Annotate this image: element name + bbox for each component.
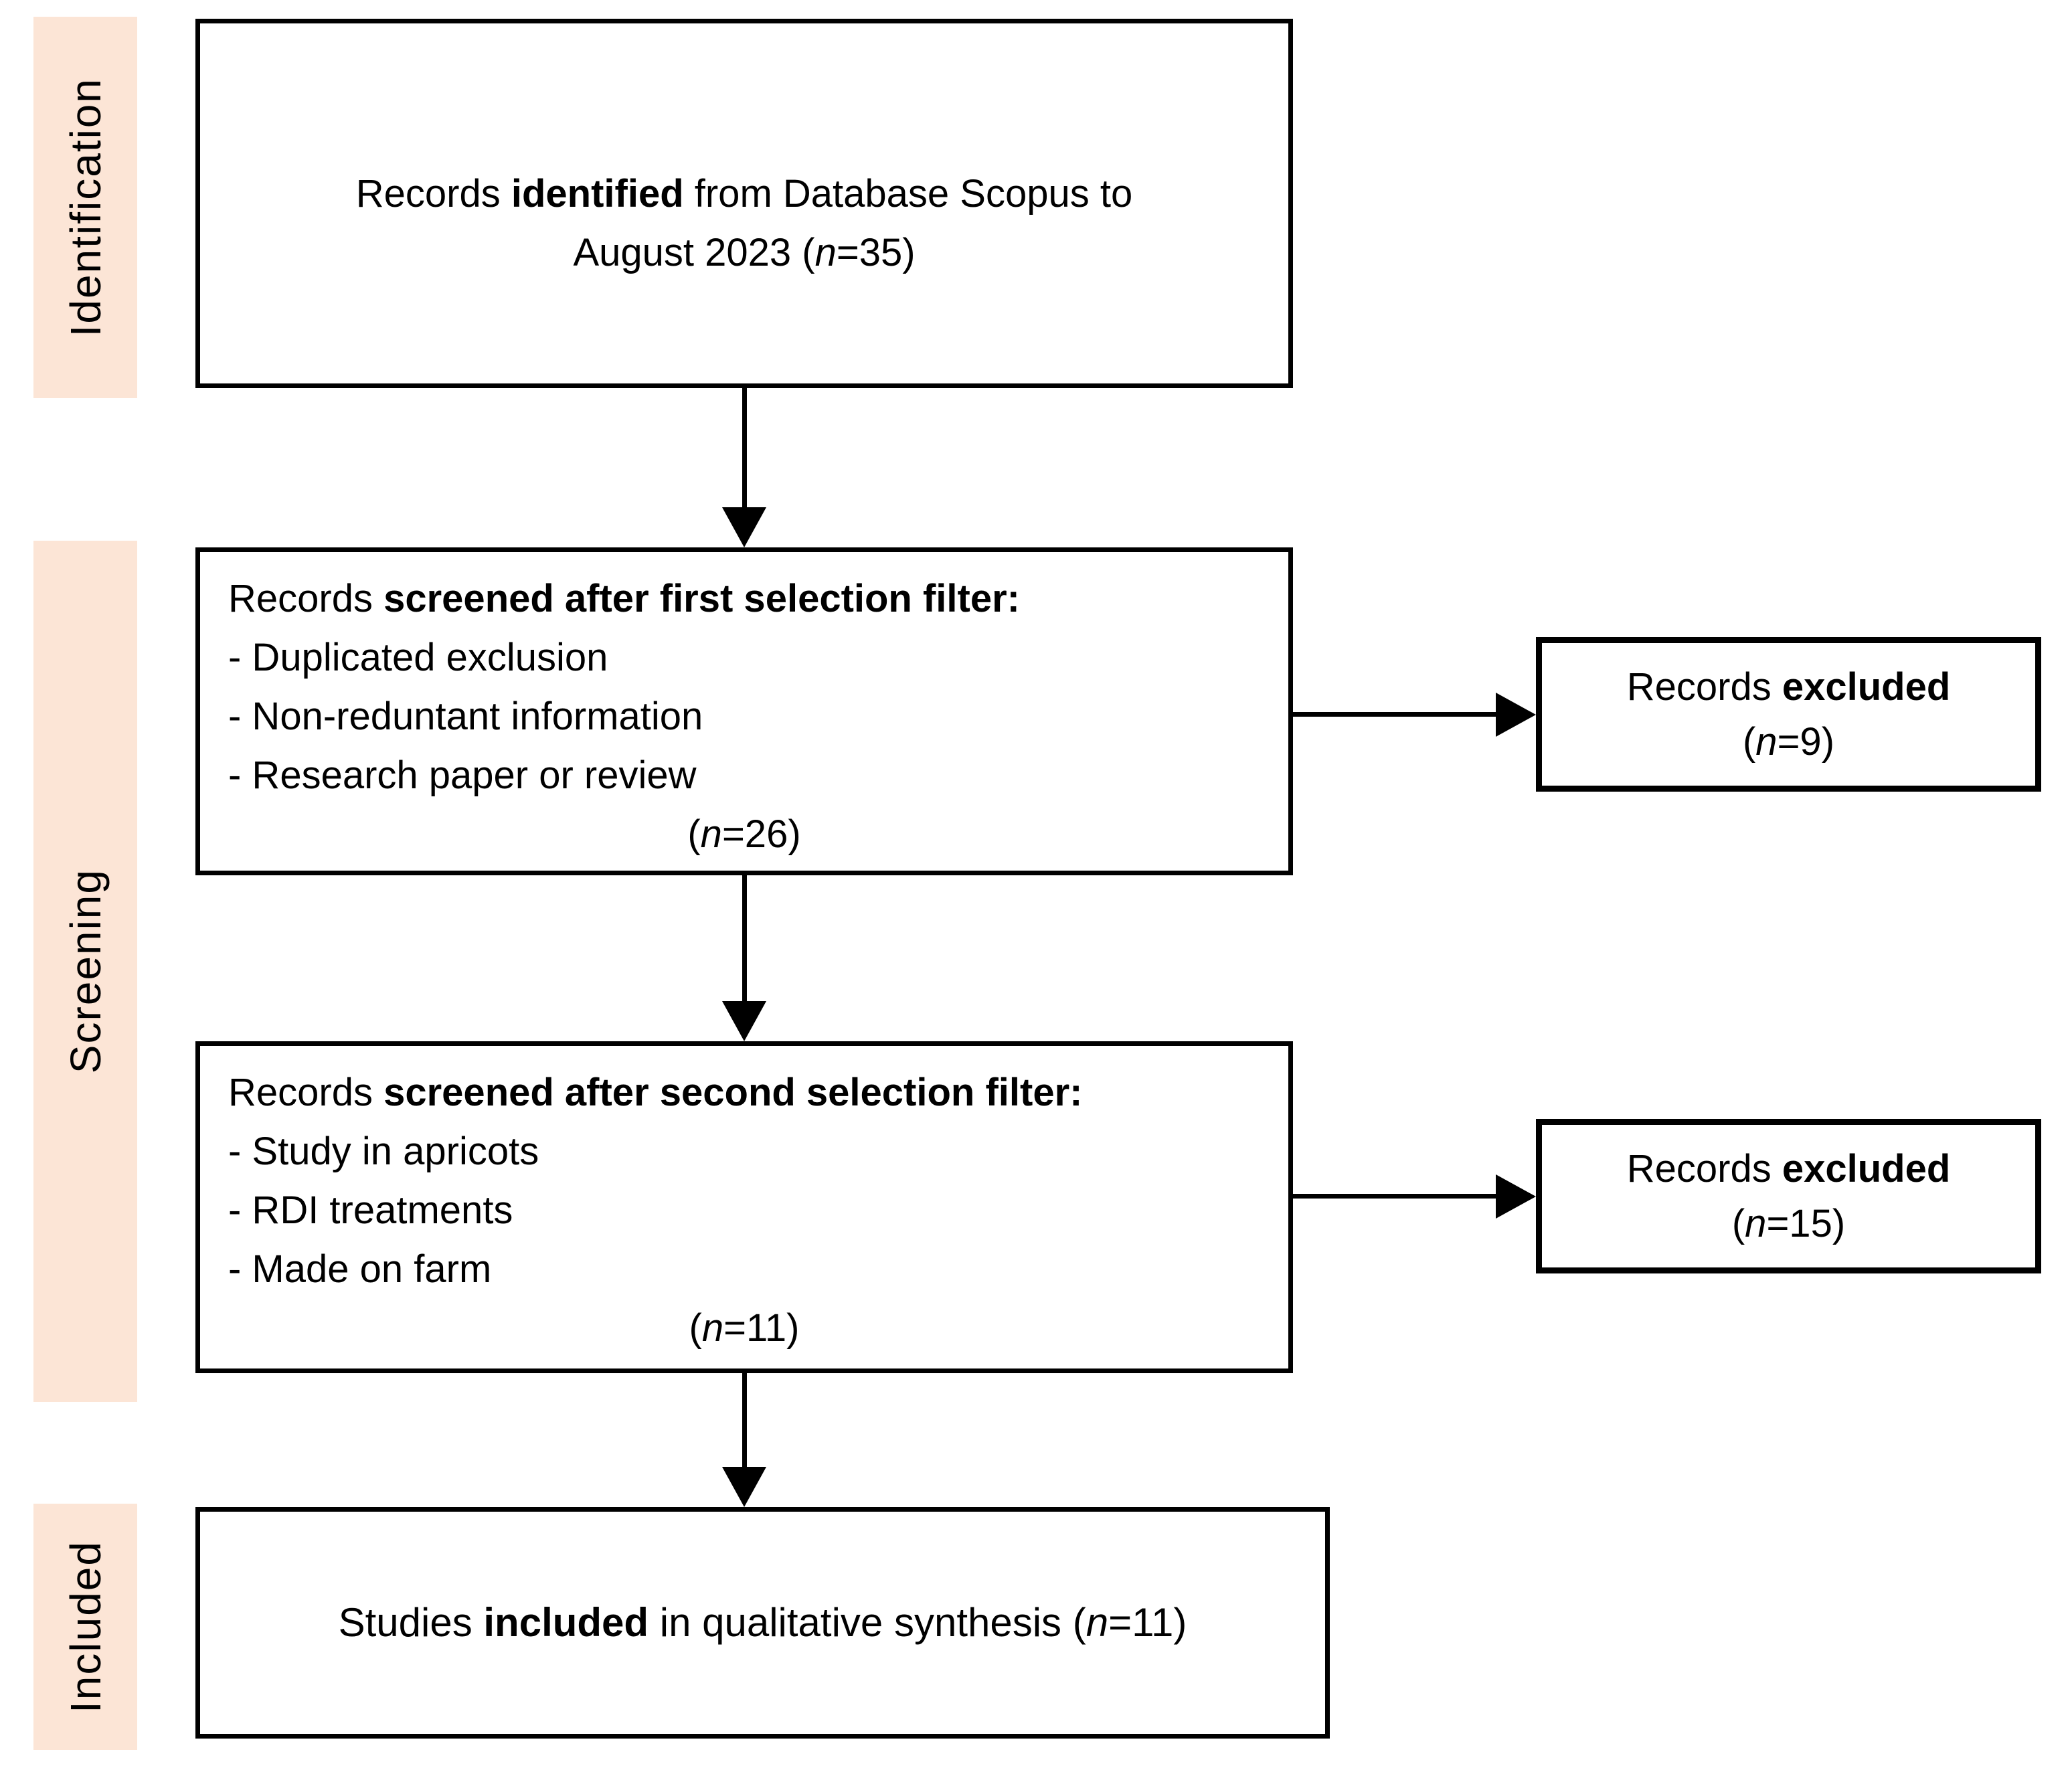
text-run: from Database Scopus to bbox=[683, 172, 1133, 215]
text-run-bold: identified bbox=[511, 172, 684, 215]
record-count: (n=15) bbox=[1732, 1197, 1845, 1251]
text-run: Records bbox=[228, 577, 384, 620]
stage-label-identification: Identification bbox=[61, 78, 110, 337]
filter-criteria-item: - Non-reduntant information bbox=[228, 695, 703, 738]
stage-band-included: Included bbox=[33, 1504, 137, 1750]
screened-second-filter-title: Records screened after second selection … bbox=[228, 1063, 1260, 1122]
text-run: Records bbox=[1626, 1146, 1782, 1190]
studies-included-text: Studies included in qualitative synthesi… bbox=[339, 1593, 1187, 1652]
n-variable: n bbox=[1086, 1600, 1109, 1645]
studies-included-box: Studies included in qualitative synthesi… bbox=[195, 1507, 1330, 1739]
n-variable: n bbox=[1755, 719, 1778, 764]
text-run: =15) bbox=[1766, 1201, 1846, 1245]
text-run: Records bbox=[355, 172, 511, 215]
flow-arrow-down-1 bbox=[742, 388, 747, 512]
text-run: August 2023 ( bbox=[573, 231, 815, 274]
filter-criteria-item: - Research paper or review bbox=[228, 754, 697, 797]
n-variable: n bbox=[814, 231, 837, 274]
arrowhead-down-icon bbox=[722, 1467, 766, 1507]
record-count: (n=9) bbox=[1743, 715, 1834, 770]
text-run-bold: screened after second selection filter: bbox=[383, 1071, 1083, 1114]
stage-label-included: Included bbox=[61, 1540, 110, 1713]
n-variable: n bbox=[701, 1306, 724, 1350]
records-excluded-box-2: Records excluded (n=15) bbox=[1536, 1119, 2041, 1273]
filter-criteria-item: - RDI treatments bbox=[228, 1188, 513, 1232]
text-run-bold: excluded bbox=[1782, 1146, 1951, 1190]
arrowhead-right-icon bbox=[1496, 1174, 1536, 1219]
screened-first-filter-box: Records screened after first selection f… bbox=[195, 547, 1293, 875]
text-run-bold: excluded bbox=[1782, 665, 1951, 709]
flow-arrow-excluded-2 bbox=[1293, 1194, 1500, 1199]
screened-second-filter-box: Records screened after second selection … bbox=[195, 1041, 1293, 1373]
text-run: Studies bbox=[338, 1600, 484, 1645]
record-count: (n=26) bbox=[228, 805, 1260, 864]
flow-arrow-excluded-1 bbox=[1293, 712, 1500, 717]
stage-band-identification: Identification bbox=[33, 17, 137, 398]
text-run: ( bbox=[687, 812, 701, 856]
text-run: ( bbox=[689, 1306, 702, 1350]
filter-criteria-item: - Duplicated exclusion bbox=[228, 636, 608, 679]
screened-first-filter-title: Records screened after first selection f… bbox=[228, 569, 1260, 628]
n-variable: n bbox=[700, 812, 722, 856]
records-excluded-box-1: Records excluded (n=9) bbox=[1536, 637, 2041, 792]
text-run-bold: screened after first selection filter: bbox=[383, 577, 1020, 620]
filter-criteria-item: - Study in apricots bbox=[228, 1130, 539, 1173]
arrowhead-right-icon bbox=[1496, 693, 1536, 737]
records-excluded-text: Records excluded bbox=[1627, 1142, 1951, 1197]
text-run: ( bbox=[1742, 719, 1756, 764]
records-excluded-text: Records excluded bbox=[1627, 660, 1951, 715]
filter-criteria-item: - Made on farm bbox=[228, 1247, 492, 1291]
text-run: Records bbox=[228, 1071, 384, 1114]
text-run-bold: included bbox=[483, 1600, 649, 1645]
text-run: =11) bbox=[1108, 1600, 1187, 1645]
record-count: (n=11) bbox=[228, 1299, 1260, 1358]
flow-arrow-down-3 bbox=[742, 1373, 747, 1470]
text-run: ( bbox=[1731, 1201, 1745, 1245]
flow-arrow-down-2 bbox=[742, 875, 747, 1004]
stage-label-screening: Screening bbox=[61, 869, 110, 1074]
text-run: =9) bbox=[1777, 719, 1835, 764]
text-run: =11) bbox=[723, 1306, 800, 1350]
records-identified-text: Records identified from Database Scopus … bbox=[356, 165, 1132, 282]
arrowhead-down-icon bbox=[722, 507, 766, 547]
text-run: Records bbox=[1626, 665, 1782, 709]
n-variable: n bbox=[1745, 1201, 1767, 1245]
text-run: in qualitative synthesis ( bbox=[649, 1600, 1086, 1645]
text-run: =26) bbox=[721, 812, 801, 856]
text-run: =35) bbox=[836, 231, 916, 274]
records-identified-box: Records identified from Database Scopus … bbox=[195, 19, 1293, 388]
stage-band-screening: Screening bbox=[33, 541, 137, 1402]
arrowhead-down-icon bbox=[722, 1001, 766, 1041]
